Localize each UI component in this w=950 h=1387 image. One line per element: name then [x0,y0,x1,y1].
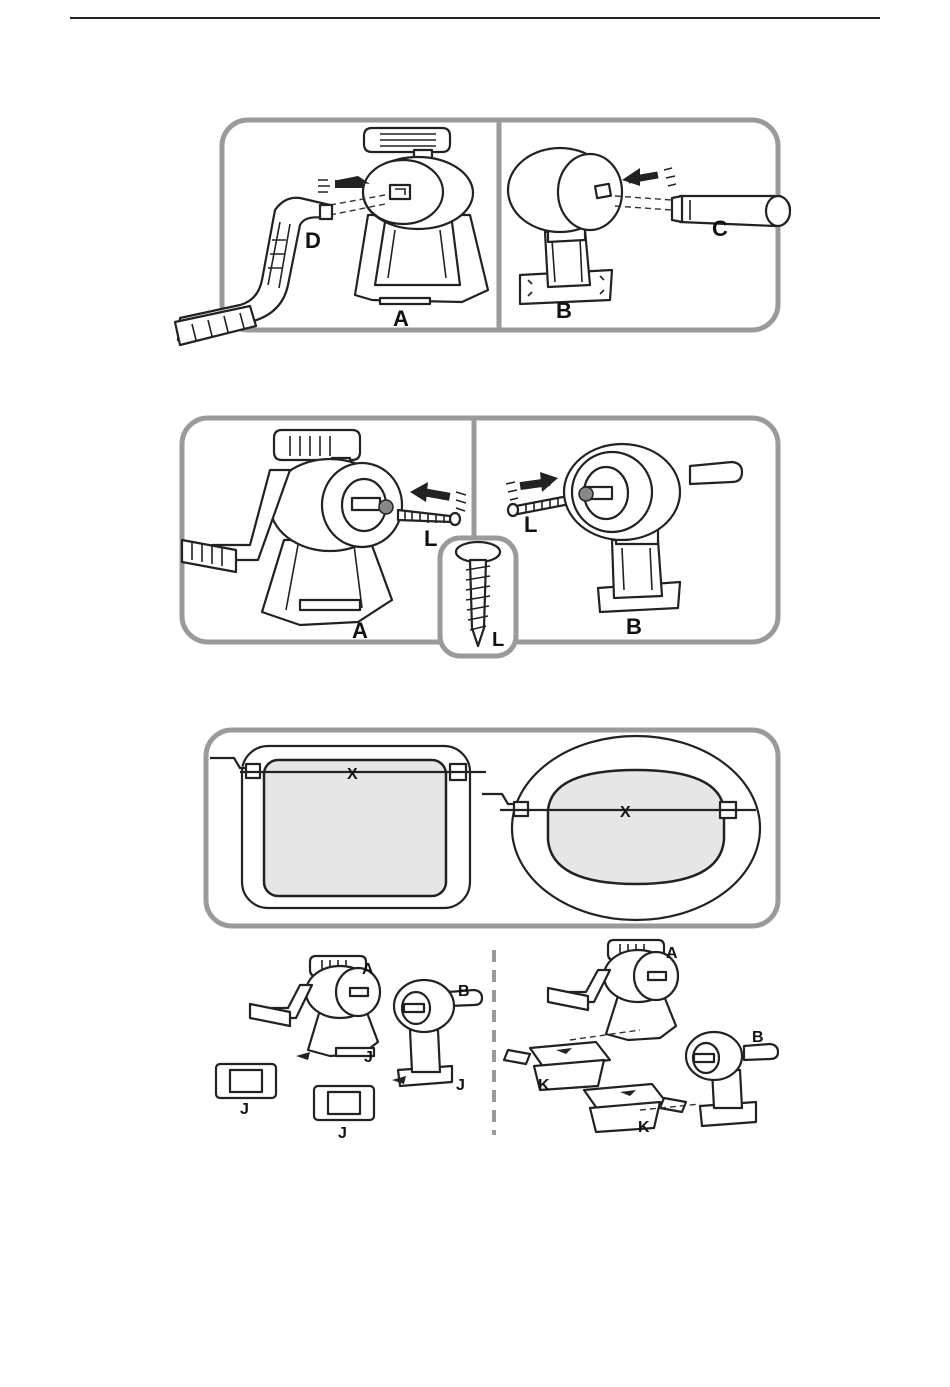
label-a-left: A [362,961,374,978]
right-part-a [548,940,678,1040]
label-a-right: A [666,945,678,962]
left-part-a [250,956,380,1056]
label-j-plate-1: J [240,1101,249,1118]
right-part-b [686,1032,778,1126]
part-c-knob [672,196,790,226]
label-k-2: K [638,1119,650,1136]
clamp-k-pieces [504,1030,700,1132]
label-a-fig2: A [352,618,368,643]
label-j-plate-2: J [338,1125,347,1142]
label-c: C [712,216,728,241]
label-b-right: B [752,1029,764,1046]
figure-3-axis-alignment: X X [206,730,778,926]
label-j-body-a: J [364,1049,373,1066]
label-j-body-b: J [456,1077,465,1094]
label-a: A [393,306,409,331]
label-b-fig2: B [626,614,642,639]
label-b: B [556,298,572,323]
label-k-1: K [538,1077,550,1094]
label-b-left: B [458,983,470,1000]
figure-4-mounting-options: A B J J J J A B K K [216,940,778,1142]
label-x-oval: X [620,804,631,821]
label-l-left: L [424,526,437,551]
figure-2-screw-fixing: L L L A B [182,418,778,656]
label-l-inset: L [492,629,504,651]
label-x-rect: X [347,766,358,783]
label-l-right: L [524,512,537,537]
label-d: D [305,228,321,253]
figure-1-assembly-handles: D A B C [175,120,790,345]
